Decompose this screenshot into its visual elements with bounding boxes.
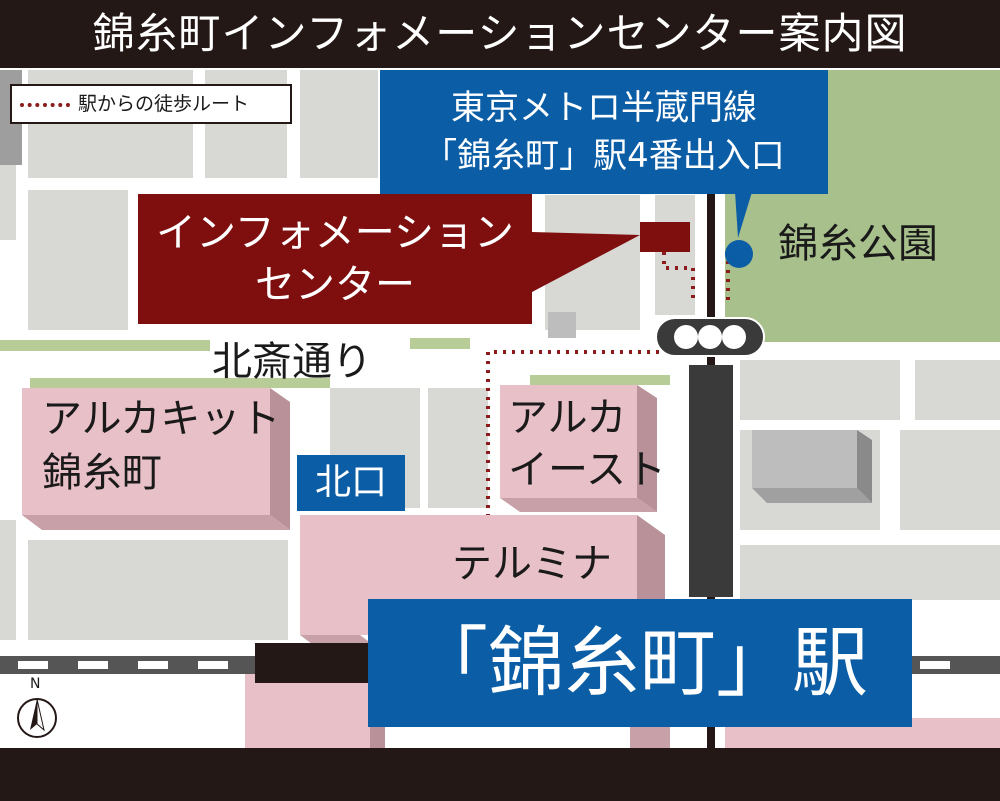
walking-route bbox=[486, 252, 730, 515]
park-label: 錦糸公園 bbox=[778, 221, 938, 267]
station-label: 「錦糸町」駅 bbox=[368, 599, 912, 727]
termina-label: テルミナ bbox=[452, 541, 612, 587]
hedge-line bbox=[0, 338, 670, 388]
metro-line-1: 東京メトロ半蔵門線 bbox=[451, 88, 757, 128]
route-dots-icon bbox=[20, 102, 70, 107]
arcakit-line-2: 錦糸町 bbox=[42, 450, 162, 496]
arcakit-label: アルカキット 錦糸町 bbox=[42, 392, 280, 500]
info-center-line-2: センター bbox=[255, 262, 415, 308]
arca-east-line-2: イースト bbox=[508, 447, 666, 493]
traffic-signal-icon bbox=[655, 317, 765, 357]
info-center-marker bbox=[640, 222, 690, 252]
info-center-line-1: インフォメーション bbox=[156, 210, 514, 256]
bottom-bar bbox=[0, 748, 1000, 801]
metro-callout: 東京メトロ半蔵門線 「錦糸町」駅4番出入口 bbox=[380, 70, 828, 194]
info-callout-pointer bbox=[532, 232, 640, 292]
metro-callout-pointer bbox=[735, 192, 752, 238]
arca-east-line-1: アルカ bbox=[508, 395, 627, 441]
north-arrow-icon bbox=[17, 698, 57, 738]
page-title: 錦糸町インフォメーションセンター案内図 bbox=[0, 0, 1000, 68]
metro-line-2: 「錦糸町」駅4番出入口 bbox=[423, 136, 785, 176]
north-gate-label: 北口 bbox=[297, 455, 405, 511]
info-center-callout: インフォメーション センター bbox=[138, 194, 532, 324]
street-label: 北斎通り bbox=[212, 339, 372, 385]
legend: 駅からの徒歩ルート bbox=[10, 84, 292, 124]
arca-east-label: アルカ イースト bbox=[508, 392, 666, 496]
metro-exit-marker bbox=[725, 240, 753, 268]
legend-label: 駅からの徒歩ルート bbox=[78, 93, 250, 115]
compass-n-label: N bbox=[30, 676, 41, 692]
railway-vertical bbox=[689, 70, 733, 750]
arcakit-line-1: アルカキット bbox=[42, 396, 281, 442]
